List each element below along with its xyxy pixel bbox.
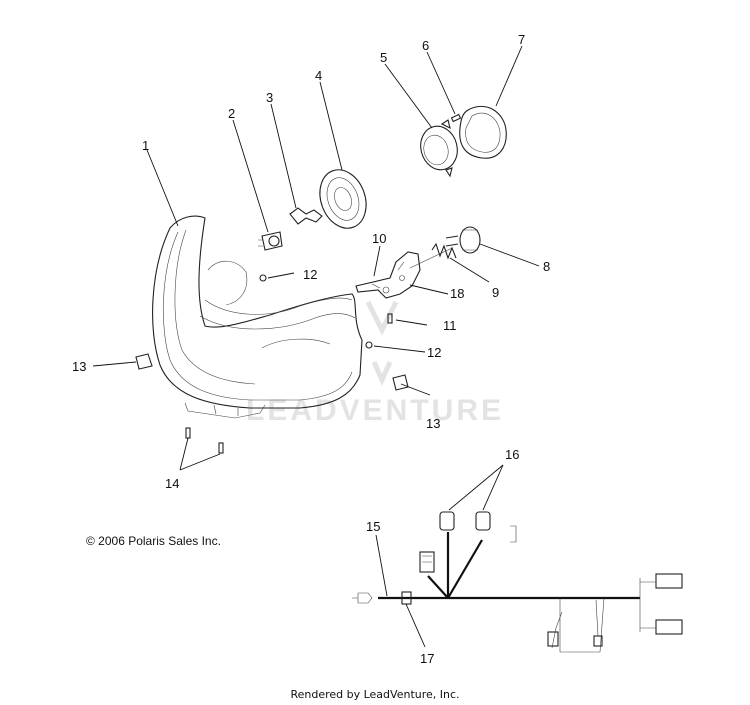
leader-lines [92,45,540,648]
callout-9: 9 [492,285,499,300]
callout-8: 8 [543,259,550,274]
gasket [459,105,507,159]
callout-6: 6 [422,38,429,53]
callout-16: 16 [505,447,519,462]
pin [450,113,462,123]
callout-13a: 13 [72,359,86,374]
copyright-notice: © 2006 Polaris Sales Inc. [86,534,221,548]
watermark: LEADVENTURE [246,300,504,427]
headlight-housing [152,215,363,419]
spring-clip [289,207,323,225]
callout-18: 18 [450,286,464,301]
callout-3: 3 [266,90,273,105]
adjuster-knob [445,226,481,254]
callout-17: 17 [420,651,434,666]
watermark-text: LEADVENTURE [246,394,504,427]
callout-14: 14 [165,476,179,491]
callout-1: 1 [142,138,149,153]
wiring-harness [352,511,683,653]
callout-12a: 12 [303,267,317,282]
callout-labels: 1 2 3 4 5 6 7 8 9 10 11 12 12 13 13 14 1… [72,32,550,666]
adjuster-bracket [355,251,421,299]
lamp-assembly [420,119,458,178]
adjuster-spring [409,242,457,269]
footer-credit: Rendered by LeadVenture, Inc. [290,688,460,701]
callout-10: 10 [372,231,386,246]
bulb [258,231,283,251]
callout-7: 7 [518,32,525,47]
callout-4: 4 [315,68,322,83]
screw-12 [259,274,373,349]
callout-5: 5 [380,50,387,65]
callout-12b: 12 [427,345,441,360]
reflector-ring [319,169,367,229]
callout-13b: 13 [426,416,440,431]
screw-14 [185,427,224,454]
callout-2: 2 [228,106,235,121]
callout-11: 11 [443,318,457,333]
callout-15: 15 [366,519,380,534]
screw [387,313,393,324]
